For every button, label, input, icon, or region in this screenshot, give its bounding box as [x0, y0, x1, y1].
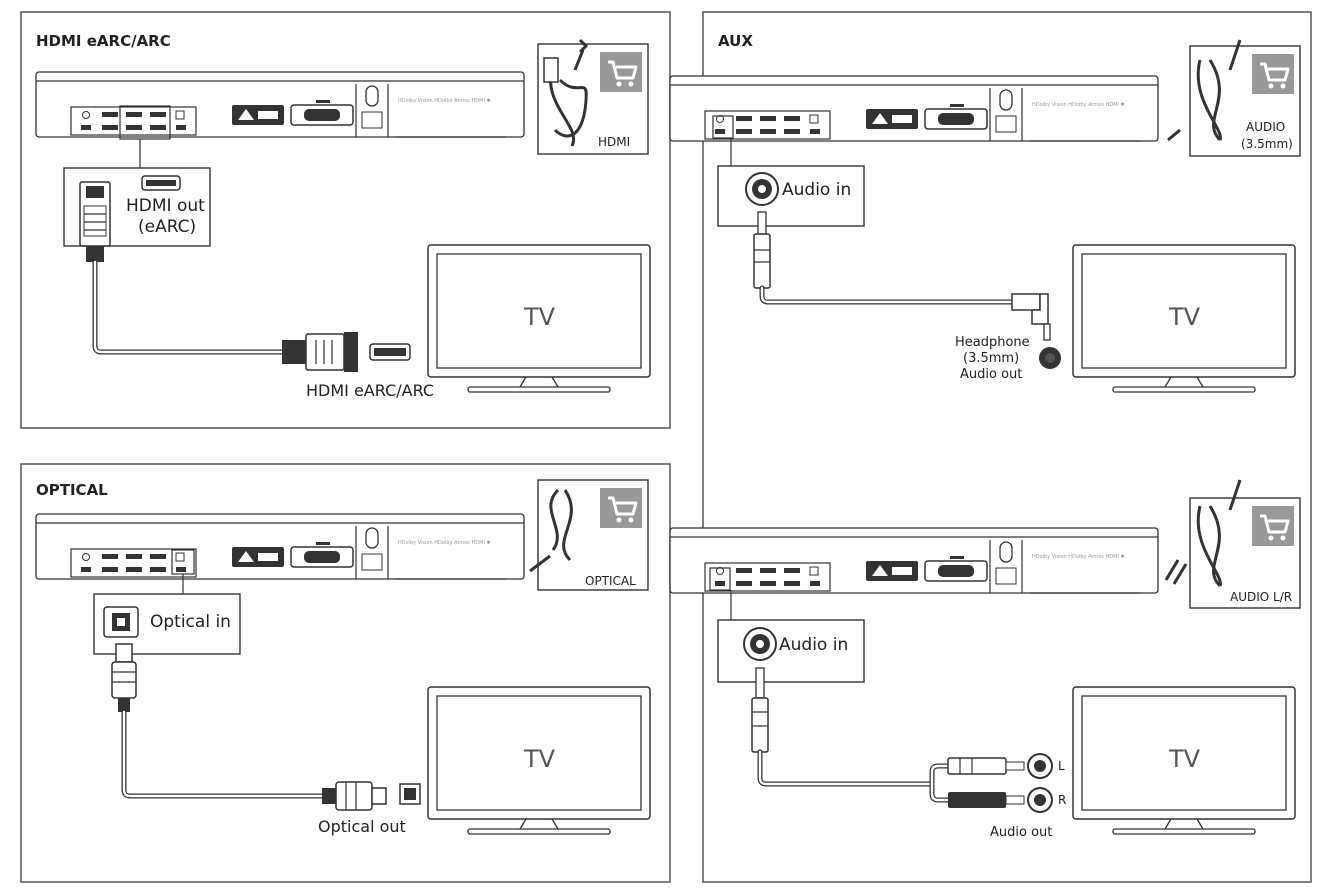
audio-in-box-2: Audio in	[717, 619, 865, 683]
optical-cable	[111, 643, 421, 811]
soundbar-rear	[35, 513, 525, 580]
tv-label: TV	[1168, 303, 1201, 331]
hdmi-out-sublabel: (eARC)	[138, 217, 196, 237]
panel-title-aux: AUX	[718, 32, 753, 50]
optical-in-box: Optical in	[93, 593, 241, 655]
tv-hdmi: TV	[427, 244, 651, 393]
shop-box-aux-lr: AUDIO L/R	[1164, 479, 1301, 609]
audio-in-label-2: Audio in	[779, 635, 848, 655]
shopping-cart-icon[interactable]	[598, 486, 644, 530]
shop-label-aux-2: (3.5mm)	[1241, 137, 1293, 151]
soundbar-rear	[35, 71, 525, 138]
panel-hdmi: HDMI eARC/ARC HDMI HDMI out (eARC)	[20, 11, 671, 429]
shop-box-optical: OPTICAL	[529, 479, 649, 591]
shopping-cart-icon[interactable]	[598, 50, 644, 94]
shop-label-aux: AUDIO	[1246, 120, 1285, 134]
audio-in-box: Audio in	[717, 165, 865, 227]
shop-label-aux-lr: AUDIO L/R	[1230, 590, 1292, 604]
tv-label: TV	[1168, 745, 1201, 773]
tv-port-label-aux-2: (3.5mm)	[963, 351, 1019, 366]
aux-cable	[753, 211, 1061, 369]
tv-aux: TV	[1072, 244, 1296, 393]
shop-box-aux: AUDIO (3.5mm)	[1167, 39, 1301, 157]
rca-right-label: R	[1058, 793, 1066, 807]
aux-port-highlight	[712, 115, 734, 139]
tv-label: TV	[523, 745, 556, 773]
optical-in-label: Optical in	[150, 612, 231, 632]
audio-in-label: Audio in	[782, 180, 851, 200]
soundbar-rear	[669, 75, 1159, 142]
panel-aux: AUX AUDIO (3.5mm) Audio in	[669, 11, 1312, 883]
shopping-cart-icon[interactable]	[1250, 504, 1296, 548]
tv-port-label-optical: Optical out	[318, 817, 406, 836]
hdmi-out-label: HDMI out	[126, 196, 205, 216]
tv-port-label-aux-lr: Audio out	[990, 825, 1052, 840]
shop-label-hdmi: HDMI	[598, 135, 630, 149]
shopping-cart-icon[interactable]	[1250, 52, 1296, 96]
shop-label-optical: OPTICAL	[585, 574, 636, 588]
soundbar-rear	[669, 527, 1159, 594]
panel-title-hdmi: HDMI eARC/ARC	[36, 32, 171, 50]
hdmi-port-highlight	[119, 105, 171, 140]
shop-box-hdmi: HDMI	[537, 38, 649, 155]
tv-optical: TV	[427, 686, 651, 835]
panel-optical: OPTICAL OPTICAL Optical in	[20, 463, 671, 883]
tv-port-label-aux-3: Audio out	[960, 367, 1022, 382]
rca-left-label: L	[1058, 759, 1065, 773]
tv-port-label-aux-1: Headphone	[955, 335, 1030, 350]
tv-aux-lr: TV	[1072, 686, 1296, 835]
tv-port-label-hdmi: HDMI eARC/ARC	[306, 381, 434, 400]
hdmi-cable	[79, 181, 411, 372]
aux-port-highlight-2	[709, 567, 731, 591]
tv-label: TV	[523, 303, 556, 331]
panel-title-optical: OPTICAL	[36, 481, 108, 499]
aux-lr-cable	[751, 667, 1053, 813]
